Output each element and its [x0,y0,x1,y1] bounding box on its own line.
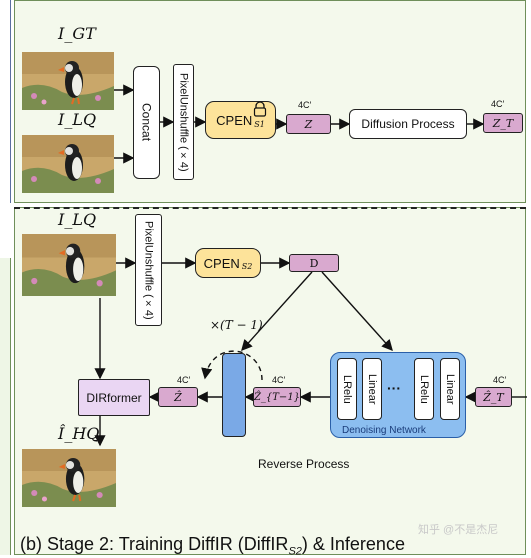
loop-arrow [201,350,263,381]
label-i-hq: Î_HQ [58,424,99,443]
dirformer-block: DIRformer [78,379,150,416]
layer-lrelu-2: LRelu [414,358,434,420]
denoising-network-label: Denoising Network [342,425,426,436]
latent-zhat: Ẑ [158,387,198,407]
pixel-unshuffle-block-2: PixelUnshuffle (×4) [135,214,162,326]
layer-ellipsis: ··· [387,380,401,396]
label-i-gt: I_GT [58,24,96,43]
label-i-gt-text: I_GT [58,24,96,43]
latent-zhat-label: Ẑ [174,390,182,404]
caption-main: (b) Stage 2: Training DiffIR (DiffIR [20,534,289,554]
puffin-image-gt [22,52,114,110]
dim-label-zt1: 4C′ [272,375,286,385]
layer-linear-1-label: Linear [366,373,378,405]
label-i-hq-text: Î_HQ [58,424,100,443]
layer-lrelu-2-label: LRelu [418,374,430,404]
diffusion-process-block: Diffusion Process [349,109,467,139]
dim-label-zhat: 4C′ [177,375,191,385]
layer-linear-1: Linear [362,358,382,420]
cpen-s2-sub: S2 [241,261,253,271]
concat-label: Concat [139,103,154,142]
cpen-s1-label: CPEN [216,112,253,128]
dim-label-zt: 4C′ [491,99,505,109]
label-i-lq-text: I_LQ [58,110,97,129]
dim-label-z: 4C′ [298,100,312,110]
diffusion-process-label: Diffusion Process [361,117,455,131]
dim-label-zt-2: 4C′ [493,375,507,385]
latent-zt-minus-1-label: Ẑ_{T−1} [253,391,301,403]
latent-d-label: D [309,256,319,270]
caption-end: ) & Inference [301,534,405,554]
cpen-s2-label: CPEN [203,255,240,271]
latent-zt-2-label: Ẑ_T [483,390,504,404]
pixel-unshuffle-label-1: PixelUnshuffle (×4) [177,72,190,172]
left-panel-edge-bottom [0,258,11,555]
watermark: 知乎 @不是杰尼 [418,524,499,536]
concat-block: Concat [133,66,160,179]
arrow-d-blue [241,271,313,352]
loop-label: ×(T − 1) [210,318,263,332]
latent-zt-label: Z_T [492,116,514,130]
puffin-image-lq [22,135,114,193]
cpen-s1-sub: S1 [254,119,265,129]
latent-z: Z [286,114,331,134]
puffin-image-lq-stage2 [22,234,116,296]
label-i-lq-2: I_LQ [58,210,96,229]
arrow-d-denoise [321,271,393,352]
latent-zt: Z_T [483,113,523,133]
latent-d: D [289,254,339,272]
label-i-lq: I_LQ [58,110,96,129]
puffin-image-hq [22,449,116,507]
latent-z-label: Z [304,117,313,131]
latent-zt-2: Ẑ_T [475,387,512,407]
latent-zt-minus-1: Ẑ_{T−1} [253,387,301,407]
stage-divider [14,207,526,209]
blue-accumulator-block [222,353,246,437]
cpen-s2-block: CPEN S2 [195,248,261,278]
layer-linear-2-label: Linear [444,373,456,405]
dirformer-label: DIRformer [86,390,142,405]
reverse-process-label: Reverse Process [258,457,350,471]
caption-sub: S2 [288,545,302,558]
pixel-unshuffle-label-2: PixelUnshuffle (×4) [142,220,155,320]
left-panel-edge-top [0,0,11,203]
layer-linear-2: Linear [440,358,460,420]
layer-lrelu-1: LRelu [337,358,357,420]
layer-lrelu-1-label: LRelu [341,374,353,404]
label-i-lq-2-text: I_LQ [58,210,97,229]
pixel-unshuffle-block-1: PixelUnshuffle (×4) [173,64,194,180]
lock-icon [253,101,267,117]
stage2-caption: (b) Stage 2: Training DiffIR (DiffIRS2) … [20,534,405,558]
